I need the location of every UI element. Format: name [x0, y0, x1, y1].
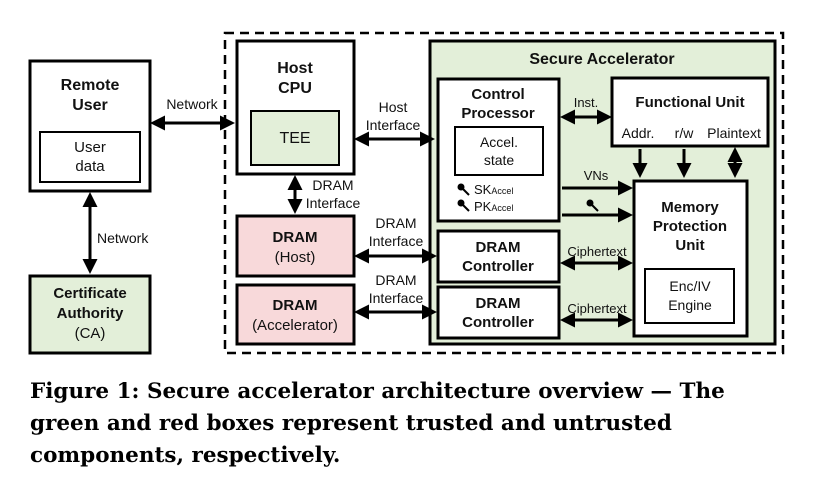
dram-controller-1-line-2: Controller	[462, 258, 534, 275]
architecture-diagram: Remote User User data Certificate Author…	[28, 31, 785, 355]
sk-key-icon	[457, 183, 470, 196]
plaintext-label: Plaintext	[707, 125, 761, 141]
accel-state-line-1: Accel.	[480, 134, 518, 150]
dram-controller-accelerator-box: DRAM Controller	[436, 285, 561, 340]
engine-line-1: Enc/IV	[669, 278, 711, 294]
tee-label: TEE	[279, 130, 310, 147]
dram-accel-title: DRAM	[273, 297, 318, 314]
dram-accel-sub: (Accelerator)	[252, 317, 338, 334]
inst-label: Inst.	[574, 95, 599, 110]
pk-key-icon	[457, 199, 470, 212]
dram-interface-host-label-2: Interface	[369, 233, 424, 249]
remote-user-title-1: Remote	[61, 77, 120, 94]
remote-user-title-2: User	[72, 97, 108, 114]
mpu-line-2: Protection	[653, 218, 727, 235]
engine-line-2: Engine	[668, 297, 712, 313]
functional-unit-title: Functional Unit	[635, 94, 744, 111]
addr-label: Addr.	[622, 125, 655, 141]
trusted-boundary	[223, 31, 785, 355]
ca-line-3: (CA)	[75, 325, 106, 342]
caption-text: The green and red boxes represent truste…	[30, 379, 725, 468]
host-cpu-line-2: CPU	[278, 80, 312, 97]
network-label: Network	[166, 96, 218, 112]
dram-controller-host-box: DRAM Controller	[436, 229, 561, 284]
caption-dash: —	[642, 379, 680, 404]
dram-host-title: DRAM	[273, 229, 318, 246]
dram-controller-1-line-1: DRAM	[476, 239, 521, 256]
remote-user-box: Remote User User data	[28, 59, 152, 193]
vns-label: VNs	[584, 168, 609, 183]
key-icon	[586, 199, 599, 212]
figure-label: Figure 1: Secure accelerator architectur…	[30, 379, 643, 404]
control-processor-line-1: Control	[471, 86, 524, 103]
ciphertext-label-1: Ciphertext	[567, 244, 627, 259]
dram-controller-2-line-2: Controller	[462, 314, 534, 331]
host-interface-label-2: Interface	[366, 117, 421, 133]
rw-label: r/w	[675, 125, 695, 141]
user-data-line-2: data	[75, 158, 105, 175]
ca-line-1: Certificate	[53, 285, 126, 302]
ca-line-2: Authority	[57, 305, 124, 322]
host-interface-label-1: Host	[379, 99, 408, 115]
mpu-line-3: Unit	[675, 237, 704, 254]
dram-interface-accel-label-1: DRAM	[375, 272, 416, 288]
control-processor-line-2: Processor	[461, 105, 535, 122]
dram-interface-cpu-label-2: Interface	[306, 195, 361, 211]
figure-caption: Figure 1: Secure accelerator architectur…	[30, 376, 800, 472]
certificate-authority-box: Certificate Authority (CA)	[28, 274, 152, 355]
dram-interface-accel-label-2: Interface	[369, 290, 424, 306]
sk-label: SKAccel	[474, 182, 513, 197]
functional-unit-box: Functional Unit Addr. r/w Plaintext	[610, 76, 770, 148]
mpu-line-1: Memory	[661, 199, 719, 216]
dram-controller-2-line-1: DRAM	[476, 295, 521, 312]
network-ca-label: Network	[97, 230, 149, 246]
ciphertext-label-2: Ciphertext	[567, 301, 627, 316]
dram-interface-cpu-label-1: DRAM	[312, 177, 353, 193]
accel-state-line-2: state	[484, 152, 515, 168]
dram-host-box: DRAM (Host)	[235, 214, 356, 278]
memory-protection-unit-box: Memory Protection Unit Enc/IV Engine	[632, 179, 749, 338]
user-data-line-1: User	[74, 139, 106, 156]
pk-label: PKAccel	[474, 199, 513, 214]
dram-accelerator-box: DRAM (Accelerator)	[235, 283, 356, 346]
control-processor-box: Control Processor Accel. state SKAccel P…	[436, 77, 561, 223]
host-cpu-box: Host CPU TEE	[235, 39, 356, 176]
host-cpu-line-1: Host	[277, 60, 313, 77]
dram-interface-host-label-1: DRAM	[375, 215, 416, 231]
secure-accelerator-title: Secure Accelerator	[529, 51, 674, 68]
dram-host-sub: (Host)	[275, 249, 316, 266]
